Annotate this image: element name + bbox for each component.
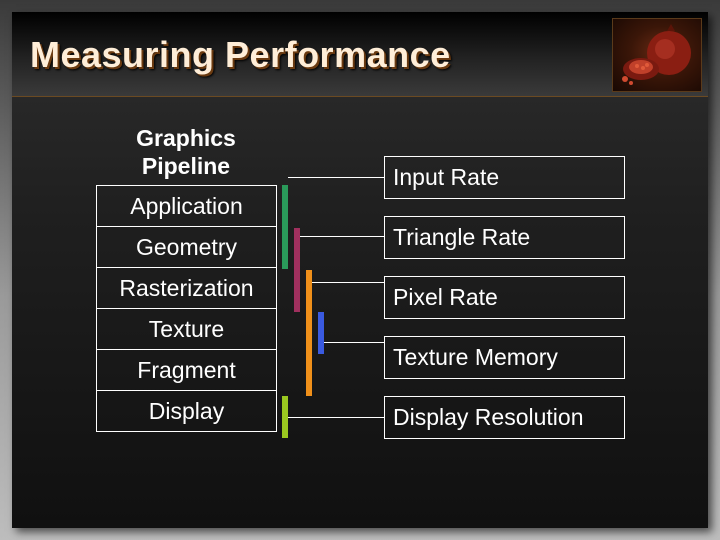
connector-display-resolution: [288, 417, 384, 418]
metric-display-resolution: Display Resolution: [384, 396, 625, 439]
pipeline-heading-line1: Graphics: [136, 125, 236, 151]
connector-pixel-rate: [312, 282, 384, 283]
pipeline-stage-list: Application Geometry Rasterization Textu…: [96, 185, 277, 432]
title-bar: Measuring Performance: [12, 12, 708, 97]
connector-texture-memory: [324, 342, 384, 343]
stage-rasterization: Rasterization: [96, 267, 277, 309]
slide: Measuring Performance: [12, 12, 708, 528]
texture-memory-bar: [318, 312, 324, 354]
stage-application: Application: [96, 185, 277, 227]
metric-texture-memory: Texture Memory: [384, 336, 625, 379]
pipeline-heading-line2: Pipeline: [141, 153, 231, 179]
pomegranate-photo: [612, 18, 702, 92]
triangle-rate-bar: [294, 228, 300, 312]
input-rate-bar: [282, 185, 288, 269]
pixel-rate-bar: [306, 270, 312, 396]
connector-triangle-rate: [300, 236, 384, 237]
pipeline-heading: Graphics Pipeline: [96, 124, 276, 180]
stage-display: Display: [96, 390, 277, 432]
metric-input-rate: Input Rate: [384, 156, 625, 199]
stage-fragment: Fragment: [96, 349, 277, 391]
stage-texture: Texture: [96, 308, 277, 350]
display-resolution-bar: [282, 396, 288, 438]
slide-title: Measuring Performance: [30, 34, 451, 75]
stage-geometry: Geometry: [96, 226, 277, 268]
metric-triangle-rate: Triangle Rate: [384, 216, 625, 259]
connector-input-rate: [288, 177, 384, 178]
metric-pixel-rate: Pixel Rate: [384, 276, 625, 319]
